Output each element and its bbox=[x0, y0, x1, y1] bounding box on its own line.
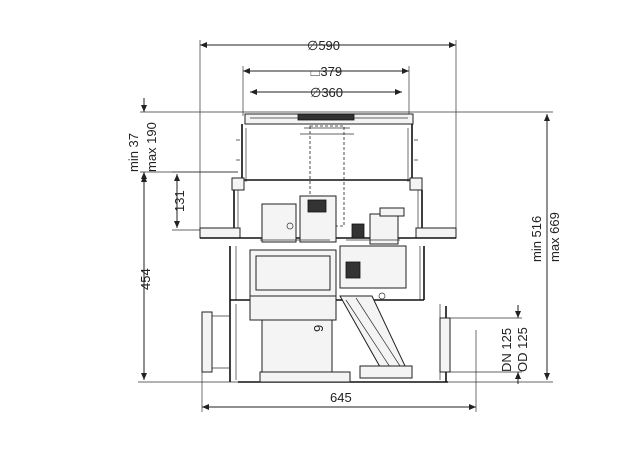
dim-cover-min: min 37 bbox=[126, 133, 141, 172]
dim-inner-diameter: ∅360 bbox=[310, 85, 343, 100]
dim-square-size: ⌴379 bbox=[310, 64, 342, 79]
dimension-lines bbox=[138, 40, 553, 412]
chamber-body bbox=[199, 113, 457, 383]
dim-width-645: 645 bbox=[330, 390, 352, 405]
dim-step-131: 131 bbox=[172, 190, 187, 212]
dim-offset-9: 9 bbox=[311, 325, 326, 332]
dim-cover-max: max 190 bbox=[144, 122, 159, 172]
dim-overall-min: min 516 bbox=[529, 216, 544, 262]
dim-overall-max: max 669 bbox=[547, 212, 562, 262]
dim-top-diameter: ∅590 bbox=[307, 38, 340, 53]
dim-pipe-od: OD 125 bbox=[515, 327, 530, 372]
dim-pipe-dn: DN 125 bbox=[499, 328, 514, 372]
dim-height-454: 454 bbox=[138, 268, 153, 290]
